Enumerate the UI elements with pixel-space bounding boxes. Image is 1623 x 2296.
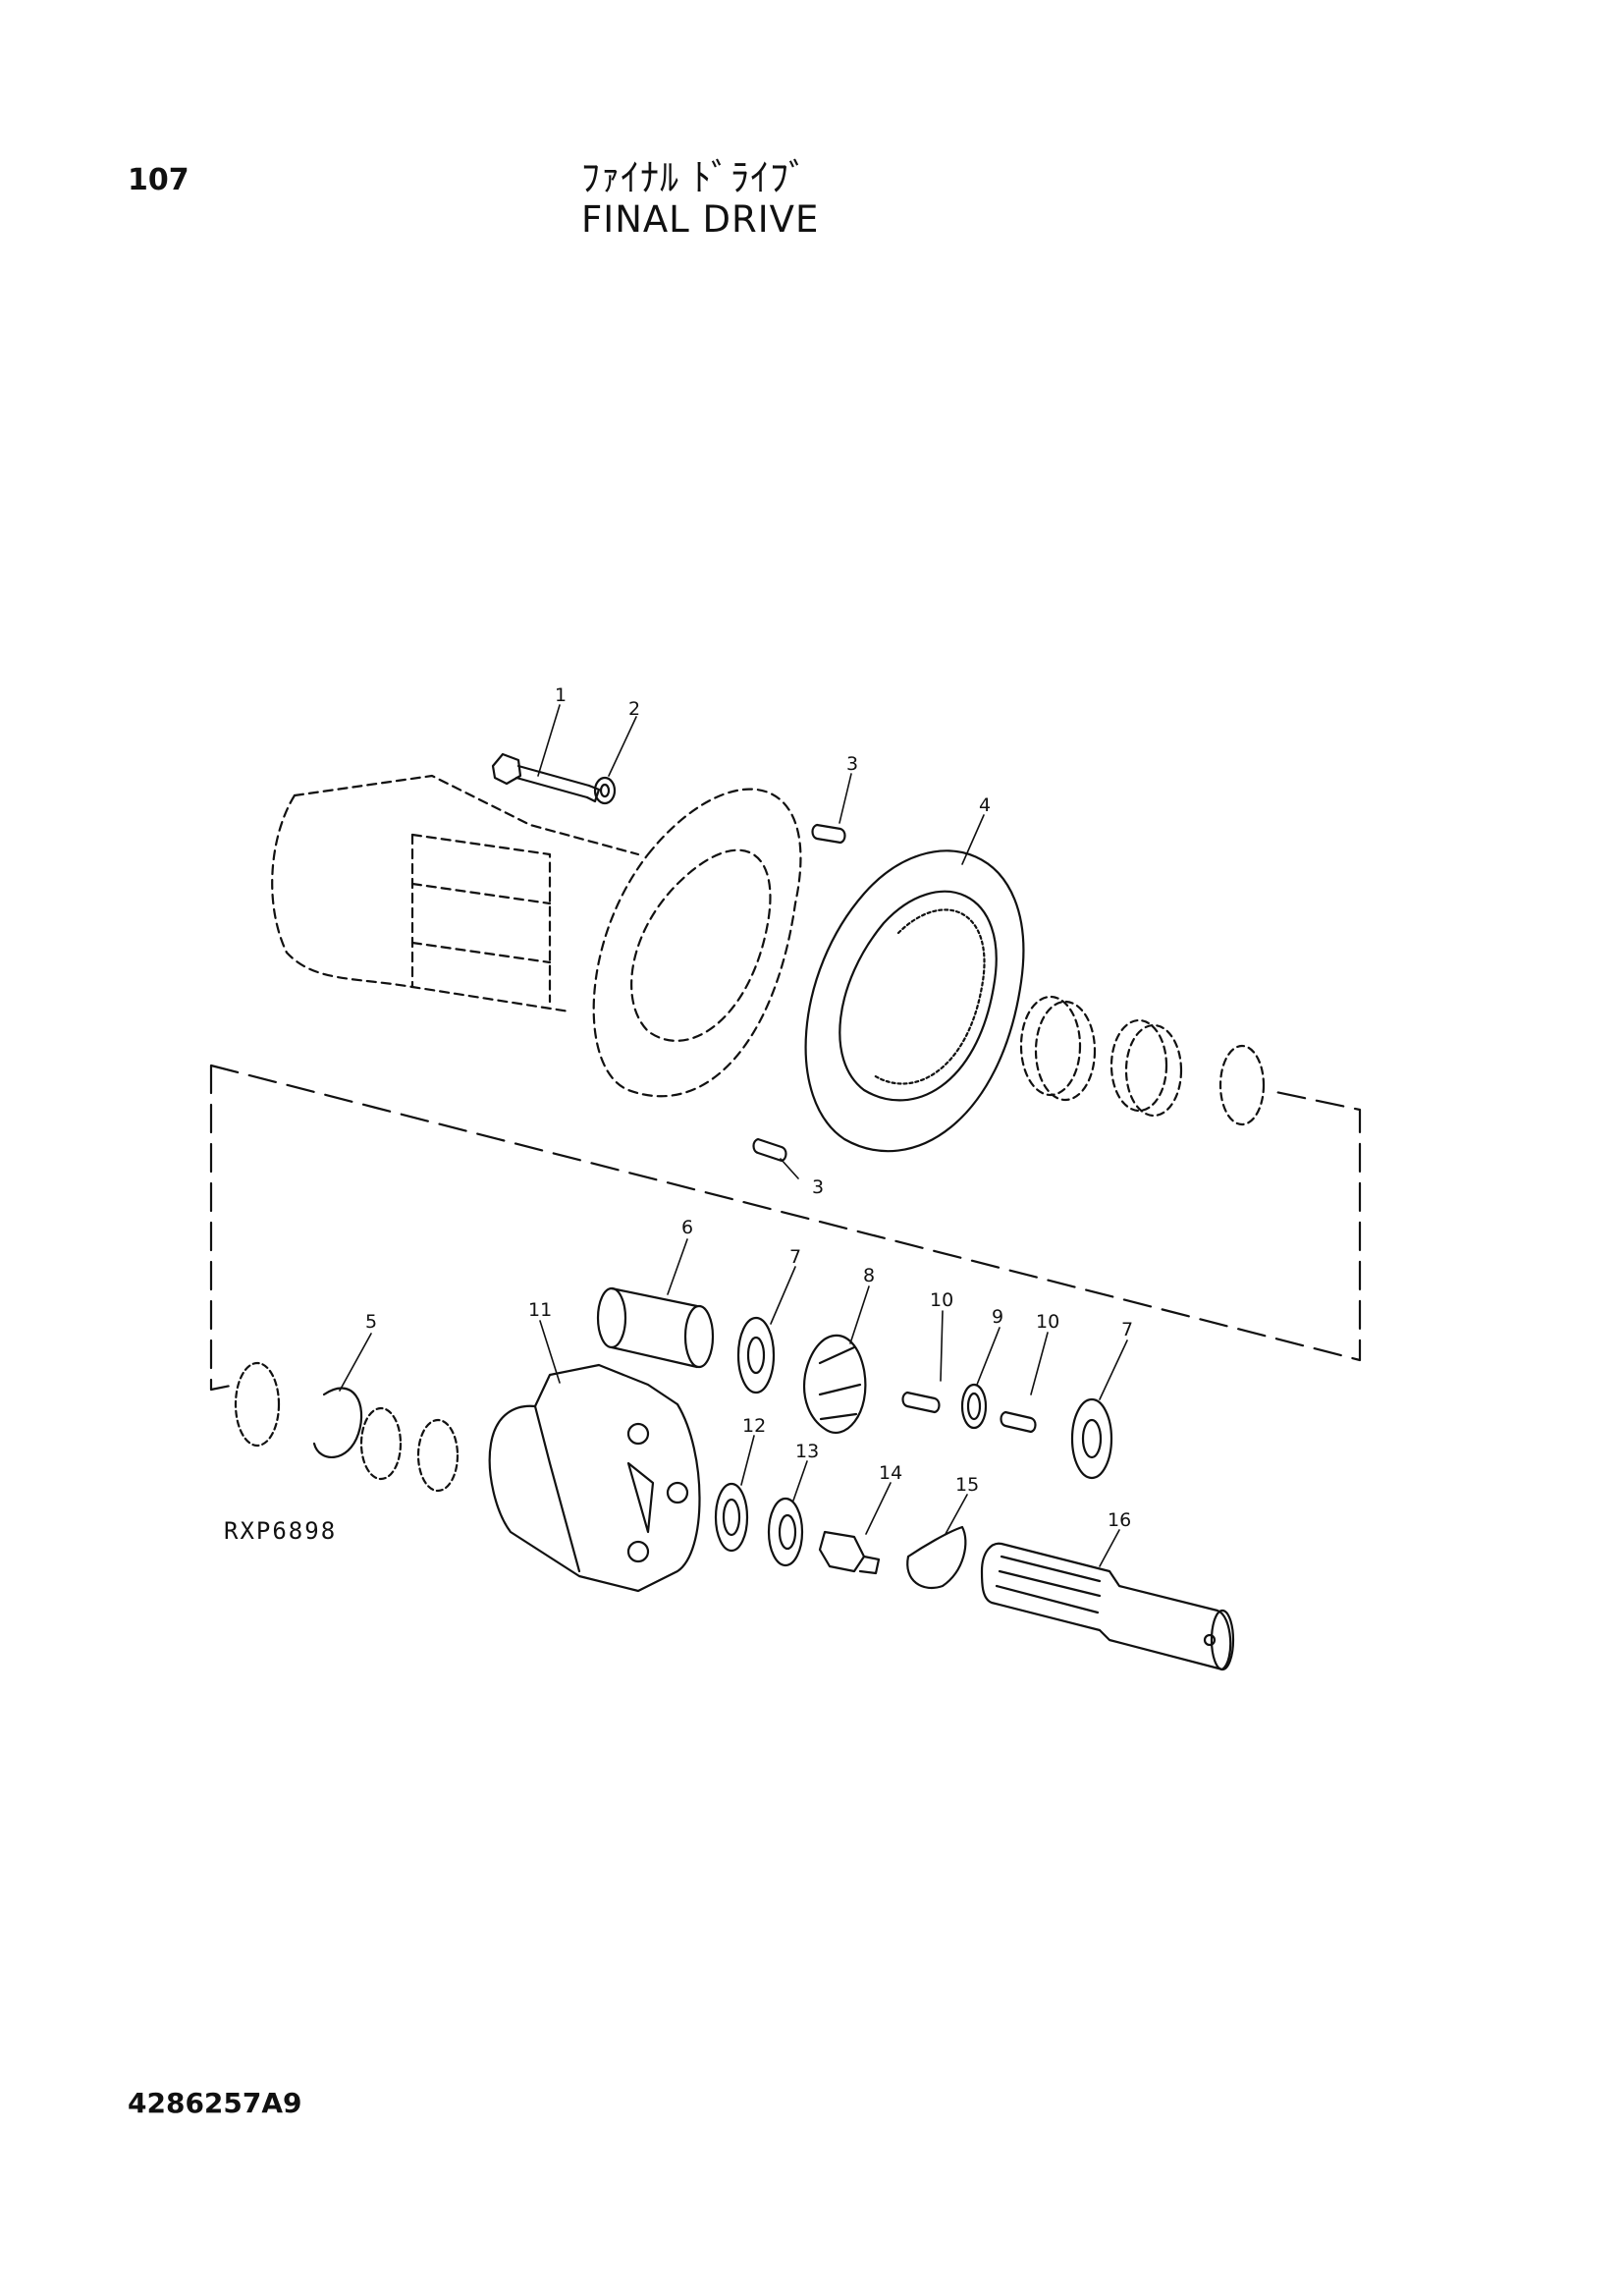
washer-part <box>593 776 617 805</box>
page-number: 107 <box>128 163 189 197</box>
callout-7-right: 7 <box>1121 1319 1133 1340</box>
callout-13: 13 <box>795 1441 819 1462</box>
sleeve-part <box>596 1286 715 1369</box>
bearing-outlines <box>1019 995 1266 1126</box>
splined-shaft-part <box>980 1542 1235 1671</box>
housing-outline <box>271 774 802 1098</box>
leader-lines <box>339 704 1128 1567</box>
spacer-ring-part <box>960 1383 988 1430</box>
ring-gear-part <box>804 849 1025 1153</box>
callout-16: 16 <box>1108 1509 1131 1531</box>
callout-4: 4 <box>979 794 991 816</box>
callout-8: 8 <box>863 1265 875 1286</box>
assembly-guide-line <box>209 1064 1362 1392</box>
left-washers <box>234 1361 460 1493</box>
callout-11: 11 <box>528 1299 552 1321</box>
bolt-part <box>491 752 601 803</box>
thrust-plate-part <box>906 1525 967 1590</box>
thrust-washer-right <box>1070 1397 1113 1480</box>
callout-12: 12 <box>742 1415 766 1437</box>
callout-3-upper: 3 <box>846 753 858 775</box>
drawing-code: RXP6898 <box>224 1517 338 1545</box>
needle-roller-right <box>1000 1410 1037 1434</box>
callout-1: 1 <box>555 684 567 706</box>
title-english: FINAL DRIVE <box>581 198 820 241</box>
callout-3-lower: 3 <box>812 1176 824 1198</box>
washer-12-part <box>714 1482 749 1553</box>
callout-14: 14 <box>879 1462 902 1484</box>
callout-2: 2 <box>628 698 640 720</box>
thrust-washer-left <box>736 1316 776 1394</box>
callout-labels: 1 2 3 3 4 5 6 7 7 8 9 10 10 11 12 13 14 … <box>365 684 1133 1531</box>
planet-gear-part <box>803 1334 867 1434</box>
dowel-pin-upper <box>811 823 846 845</box>
callout-15: 15 <box>955 1474 979 1496</box>
retaining-ring-part <box>312 1387 363 1458</box>
callout-9: 9 <box>992 1306 1003 1328</box>
sun-gear-part <box>818 1530 881 1575</box>
document-number: 4286257A9 <box>128 2087 302 2119</box>
callout-5: 5 <box>365 1311 377 1333</box>
callout-10-right: 10 <box>1036 1311 1059 1333</box>
dowel-pin-lower <box>752 1137 787 1163</box>
callout-7-left: 7 <box>789 1246 801 1268</box>
callout-6: 6 <box>681 1217 693 1238</box>
callout-10-left: 10 <box>930 1289 953 1311</box>
needle-roller-left <box>901 1391 941 1414</box>
planet-carrier-part <box>488 1363 701 1593</box>
title-japanese: ﾌｧｲﾅﾙ ﾄﾞﾗｲﾌﾞ <box>581 156 809 199</box>
bearing-13-part <box>767 1497 804 1567</box>
